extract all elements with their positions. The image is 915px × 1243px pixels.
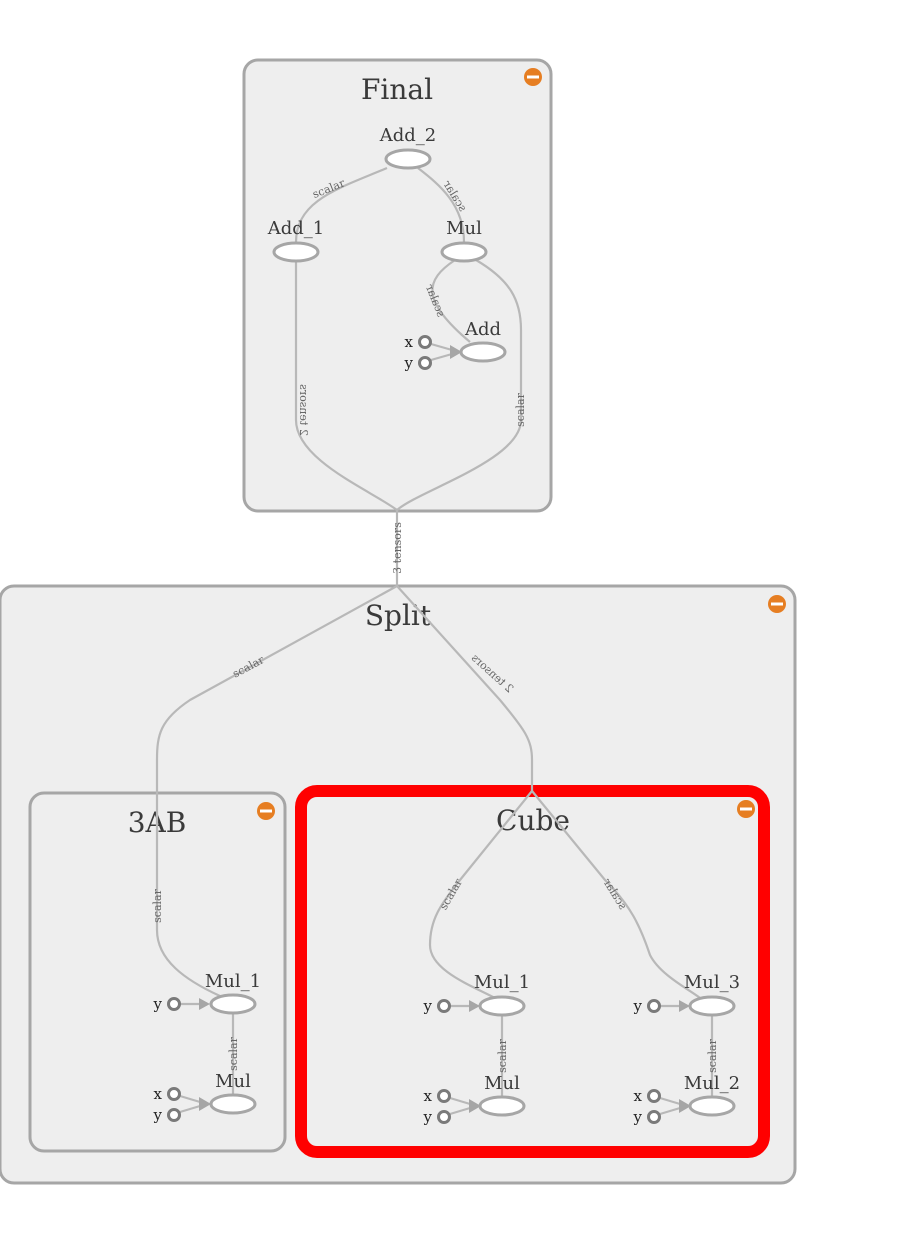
node-shape[interactable]: [440, 241, 488, 263]
input-node[interactable]: [647, 999, 661, 1013]
input-cube-mul2-x[interactable]: x: [634, 1087, 661, 1105]
node-label: Mul: [215, 1071, 251, 1092]
edge-y-add: [430, 352, 453, 362]
node-label: Mul_1: [474, 972, 530, 993]
node-cube-mul1[interactable]: Mul_1: [474, 972, 530, 1017]
input-node[interactable]: [418, 356, 432, 370]
edge-label-scalar: scalar: [706, 1038, 719, 1072]
edge-split-cube: [396, 585, 534, 791]
edge-y-cube-mul: [449, 1106, 471, 1116]
node-shape[interactable]: [688, 995, 736, 1017]
input-label: y: [153, 995, 163, 1013]
edge-x-cube-mul2: [659, 1096, 681, 1106]
input-label: y: [633, 997, 643, 1015]
node-label: Add_2: [379, 125, 437, 146]
edge-y-ab-mul: [179, 1104, 201, 1114]
node-shape[interactable]: [272, 241, 320, 263]
node-label: Mul_3: [684, 972, 740, 993]
node-shape[interactable]: [478, 1095, 526, 1117]
node-shape[interactable]: [209, 993, 257, 1015]
edge-split-3ab: [155, 585, 398, 998]
input-label: x: [634, 1087, 643, 1105]
input-cube-mul-x[interactable]: x: [424, 1087, 451, 1105]
node-3ab-mul[interactable]: Mul: [209, 1071, 257, 1115]
group-cube-collapse-icon[interactable]: [737, 800, 755, 818]
node-shape[interactable]: [459, 341, 507, 363]
node-label: Mul_1: [205, 971, 261, 992]
group-final-collapse-icon[interactable]: [524, 68, 542, 86]
input-node[interactable]: [647, 1089, 661, 1103]
edge-add2-add1: [294, 166, 388, 243]
group-final-title: Final: [361, 73, 433, 106]
edge-x-cube-mul: [449, 1096, 471, 1106]
input-label: y: [153, 1106, 163, 1124]
group-split-title: Split: [365, 599, 432, 632]
input-node[interactable]: [418, 335, 432, 349]
input-node[interactable]: [437, 1110, 451, 1124]
edge-mul-split: [396, 259, 523, 511]
node-cube-mul[interactable]: Mul: [478, 1073, 526, 1117]
edge-add2-mul: [417, 167, 466, 243]
node-shape[interactable]: [688, 1095, 736, 1117]
input-label: y: [404, 354, 414, 372]
node-label: Add: [464, 319, 501, 340]
input-3ab-mul-y[interactable]: y: [153, 1106, 181, 1124]
node-label: Mul_2: [684, 1073, 740, 1094]
edge-label-scalar: scalar: [227, 1036, 240, 1070]
input-final-add-y[interactable]: y: [404, 354, 432, 372]
input-label: x: [154, 1085, 163, 1103]
group-split-collapse-icon[interactable]: [768, 595, 786, 613]
input-3ab-mul-x[interactable]: x: [154, 1085, 181, 1103]
input-node[interactable]: [167, 997, 181, 1011]
input-cube-mul1-y[interactable]: y: [423, 997, 451, 1015]
node-shape[interactable]: [209, 1093, 257, 1115]
edge-add1-split: [294, 262, 398, 511]
edge-cube-mul3: [531, 790, 701, 999]
node-final-add2[interactable]: Add_2: [379, 125, 437, 170]
input-final-add-x[interactable]: x: [405, 333, 432, 351]
node-shape[interactable]: [384, 148, 432, 170]
edge-label-scalar: scalar: [514, 392, 527, 426]
edge-label-3-tensors: 3 tensors: [391, 522, 404, 574]
node-final-add1[interactable]: Add_1: [267, 218, 325, 263]
group-final[interactable]: Final: [242, 58, 553, 513]
input-node[interactable]: [647, 1110, 661, 1124]
node-label: Mul: [446, 218, 482, 239]
edge-label-scalar: scalar: [151, 888, 164, 922]
node-shape[interactable]: [478, 995, 526, 1017]
input-label: x: [405, 333, 414, 351]
edge-y-cube-mul2: [659, 1106, 681, 1116]
edge-x-add: [430, 342, 453, 352]
node-label: Mul: [484, 1073, 520, 1094]
edges: [155, 166, 714, 1116]
input-node[interactable]: [167, 1087, 181, 1101]
input-label: y: [423, 1108, 433, 1126]
edge-mul-add: [431, 259, 471, 343]
group-3ab-collapse-icon[interactable]: [257, 802, 275, 820]
edge-label-scalar: scalar: [496, 1038, 509, 1072]
node-cube-mul3[interactable]: Mul_3: [684, 972, 740, 1017]
input-label: y: [423, 997, 433, 1015]
input-node[interactable]: [437, 1089, 451, 1103]
input-node[interactable]: [437, 999, 451, 1013]
input-cube-mul3-y[interactable]: y: [633, 997, 661, 1015]
node-final-add[interactable]: Add: [459, 319, 507, 363]
input-3ab-mul1-y[interactable]: y: [153, 995, 181, 1013]
input-label: y: [633, 1108, 643, 1126]
edge-label-2-tensors: 2 tensors: [297, 384, 310, 436]
node-final-mul[interactable]: Mul: [440, 218, 488, 263]
node-label: Add_1: [267, 218, 325, 239]
input-cube-mul-y[interactable]: y: [423, 1108, 451, 1126]
edge-cube-mul1: [428, 790, 533, 999]
edge-x-ab-mul: [179, 1094, 201, 1104]
input-cube-mul2-y[interactable]: y: [633, 1108, 661, 1126]
node-3ab-mul1[interactable]: Mul_1: [205, 971, 261, 1015]
input-node[interactable]: [167, 1108, 181, 1122]
input-label: x: [424, 1087, 433, 1105]
node-cube-mul2[interactable]: Mul_2: [684, 1073, 740, 1117]
